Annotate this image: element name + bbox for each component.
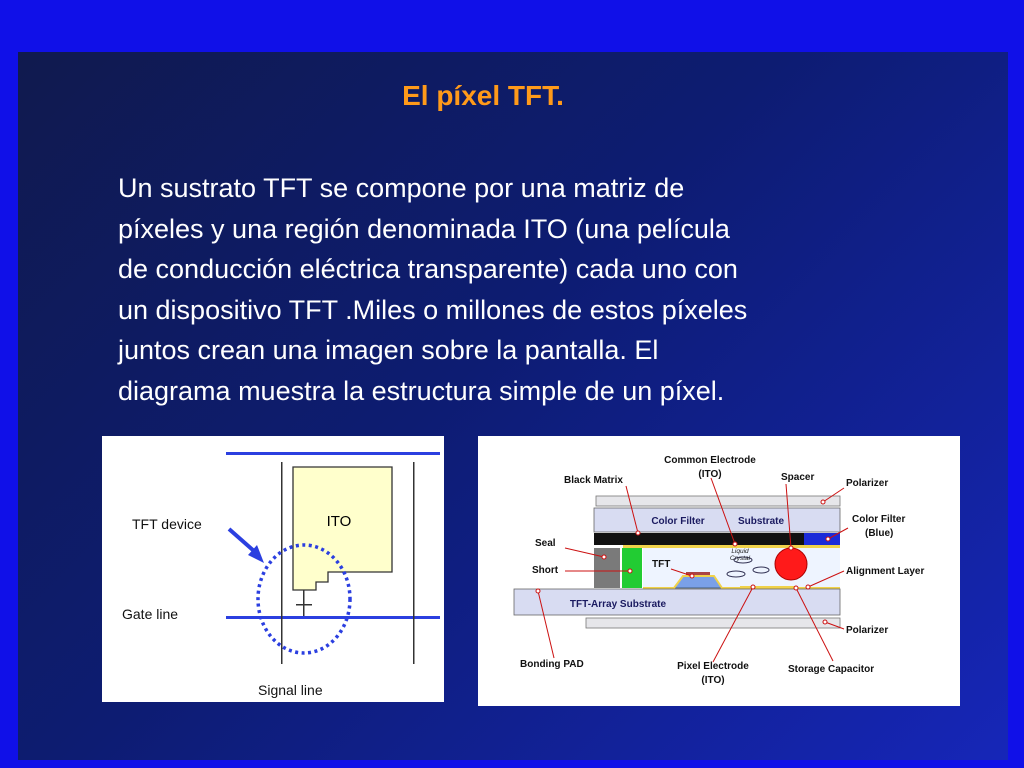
signal-line-label: Signal line	[258, 682, 323, 698]
short-block	[622, 548, 642, 588]
signal-line-left	[281, 462, 283, 664]
polarizer-top-label: Polarizer	[846, 478, 888, 489]
tft-gate	[686, 572, 710, 576]
black-matrix-layer	[594, 533, 822, 545]
seal-block	[594, 548, 620, 588]
blue-color-filter	[804, 533, 840, 545]
lc-molecule	[726, 570, 746, 578]
tft-label: TFT	[652, 559, 670, 570]
pixel-electrode-label-1: Pixel Electrode	[677, 661, 749, 672]
paragraph-line: de conducción eléctrica transparente) ca…	[118, 254, 738, 284]
common-electrode-label-2: (ITO)	[698, 469, 721, 480]
paragraph-line: píxeles y una región denominada ITO (una…	[118, 213, 730, 244]
signal-line-right	[413, 462, 415, 664]
gate-line	[226, 616, 440, 619]
paragraph-line: juntos crean una imagen sobre la pantall…	[118, 335, 659, 365]
ito-area	[292, 466, 393, 591]
paragraph-line: un dispositivo TFT .Miles o millones de …	[118, 294, 748, 325]
tft-gate-link	[303, 604, 305, 616]
cross-section-labels: Common Electrode (ITO) Black Matrix Spac…	[520, 455, 924, 686]
tft-arrow-head	[248, 545, 264, 563]
gate-line-label: Gate line	[122, 606, 178, 622]
substrate-top-label: Substrate	[738, 516, 785, 527]
tft-array-substrate-layer	[513, 588, 841, 616]
color-filter-blue-label-2: (Blue)	[865, 528, 893, 539]
color-filter-blue-label-1: Color Filter	[852, 514, 905, 525]
pixel-layout-svg: ITO TFT device Gate line Signal line	[122, 452, 440, 698]
tft-cross-section-diagram: Color Filter Substrate Liquid Crystal TF…	[478, 436, 960, 706]
color-filter-substrate-layer	[593, 507, 841, 533]
tft-arrow-shaft	[227, 527, 256, 553]
pixel-electrode-label-2: (ITO)	[701, 675, 724, 686]
leader-endpoints	[535, 499, 831, 625]
color-filter-layer-label: Color Filter	[651, 516, 704, 527]
black-matrix-label: Black Matrix	[564, 475, 623, 486]
spacer-label: Spacer	[781, 472, 814, 483]
pixel-electrode	[740, 586, 795, 589]
tft-array-substrate-label: TFT-Array Substrate	[570, 599, 667, 610]
tft-device-label: TFT device	[132, 516, 202, 532]
liquid-crystal-region	[643, 548, 840, 588]
bonding-pad-label: Bonding PAD	[520, 659, 584, 670]
seal-label: Seal	[535, 538, 556, 549]
gate-line-top	[226, 452, 440, 455]
paragraph-line: diagrama muestra la estructura simple de…	[118, 375, 725, 406]
tft-drain	[303, 590, 305, 604]
paragraph-line: Un sustrato TFT se compone por una matri…	[118, 173, 685, 203]
short-label: Short	[532, 565, 559, 576]
lc-molecule	[733, 556, 753, 564]
storage-capacitor-label: Storage Capacitor	[788, 664, 874, 675]
leader-lines	[537, 477, 849, 663]
ito-label: ITO	[327, 513, 352, 530]
lc-molecule	[752, 566, 770, 574]
tft-highlight-circle	[256, 543, 352, 655]
liquid-crystal-label-1: Liquid	[731, 548, 749, 555]
common-electrode-label-1: Common Electrode	[664, 455, 756, 466]
polarizer-bottom-layer	[585, 617, 841, 629]
liquid-crystal-label-2: Crystal	[730, 555, 751, 562]
slide-title: El píxel TFT.	[402, 80, 564, 111]
alignment-layer-label: Alignment Layer	[846, 566, 924, 577]
common-electrode-line	[623, 545, 840, 548]
slide-paragraph: Un sustrato TFT se compone por una matri…	[118, 168, 938, 411]
cross-section-svg: Color Filter Substrate Liquid Crystal TF…	[513, 455, 924, 686]
polarizer-bottom-label: Polarizer	[846, 625, 888, 636]
pixel-layout-diagram: ITO TFT device Gate line Signal line	[102, 436, 444, 702]
spacer-ball	[774, 547, 808, 581]
